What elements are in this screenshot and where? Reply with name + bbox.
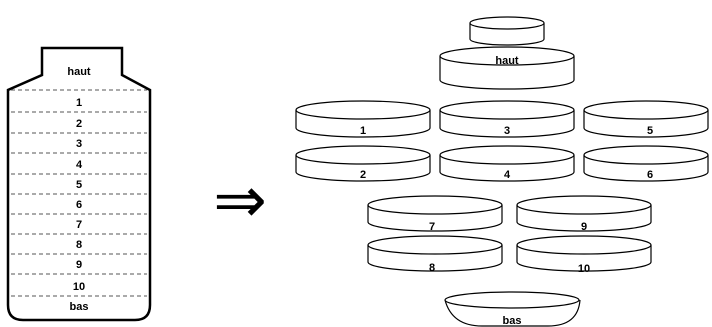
bottle-label-3: 3 bbox=[76, 138, 82, 150]
disc-9: 9 bbox=[516, 195, 652, 233]
disc-label-9: 9 bbox=[581, 221, 587, 233]
disc-4: 4 bbox=[439, 145, 575, 182]
disc-label-7: 7 bbox=[429, 221, 435, 233]
bottle-label-9: 9 bbox=[76, 259, 82, 271]
bottle-outline bbox=[6, 46, 152, 322]
disc-8: 8 bbox=[367, 235, 503, 274]
bottle-label-6: 6 bbox=[76, 199, 82, 211]
bottle-label-7: 7 bbox=[76, 219, 82, 231]
disc-label-2: 2 bbox=[360, 169, 366, 181]
disc-label-3: 3 bbox=[504, 125, 510, 137]
disc-10: 10 bbox=[516, 235, 652, 275]
disc-5: 5 bbox=[583, 100, 709, 138]
disc-label-10: 10 bbox=[578, 263, 590, 275]
bottle-label-bottom: bas bbox=[70, 301, 89, 313]
disc-3: 3 bbox=[439, 100, 575, 138]
bottle-label-10: 10 bbox=[73, 281, 85, 293]
disc-label-5: 5 bbox=[647, 125, 653, 137]
piece-bottom: bas bbox=[444, 291, 581, 327]
bottle-label-5: 5 bbox=[76, 179, 82, 191]
disc-2: 2 bbox=[295, 145, 431, 182]
bottle: haut 1 2 3 4 5 6 7 8 9 10 bas bbox=[6, 46, 152, 322]
bottle-label-8: 8 bbox=[76, 239, 82, 251]
disc-label-6: 6 bbox=[647, 169, 653, 181]
bottle-label-top: haut bbox=[67, 66, 91, 78]
piece-bottom-label: bas bbox=[503, 315, 522, 327]
disc-1: 1 bbox=[295, 100, 431, 138]
disc-6: 6 bbox=[583, 145, 709, 182]
double-right-arrow-icon: ⇒ bbox=[213, 164, 267, 236]
disc-label-8: 8 bbox=[429, 262, 435, 274]
disc-label-4: 4 bbox=[504, 169, 511, 181]
discs: 1 2 3 4 5 6 7 bbox=[295, 100, 709, 275]
disc-7: 7 bbox=[367, 195, 503, 233]
disc-label-1: 1 bbox=[360, 125, 366, 137]
bottle-dividers bbox=[11, 89, 147, 297]
piece-top-label: haut bbox=[495, 55, 519, 67]
bottle-label-4: 4 bbox=[76, 159, 83, 171]
bottle-label-1: 1 bbox=[76, 97, 82, 109]
bottle-label-2: 2 bbox=[76, 118, 82, 130]
piece-top: haut bbox=[439, 16, 575, 90]
